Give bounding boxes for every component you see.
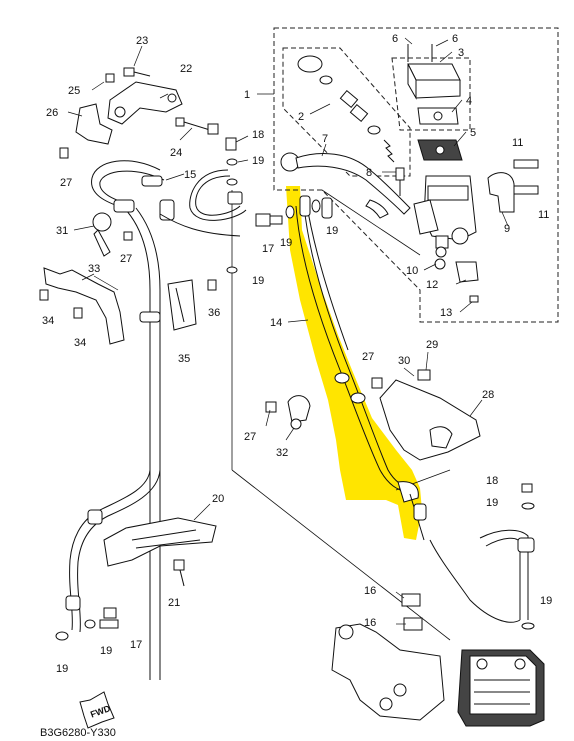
callout-6a: 6 [392,33,398,45]
callout-19a: 19 [252,155,264,167]
brake-lever [280,152,411,219]
callout-8: 8 [366,167,372,179]
callout-19e: 19 [486,497,498,509]
callout-14: 14 [270,317,282,329]
rear-brake-hose [91,160,247,680]
master-cylinder-body [413,175,477,258]
callout-28: 28 [482,389,494,401]
callout-5: 5 [470,127,476,139]
callout-12: 12 [426,279,438,291]
callout-4: 4 [466,95,472,107]
hose-bracket-mid [265,369,481,461]
callout-19g: 19 [56,663,68,675]
hose-clamp-31 [92,212,112,257]
lower-left-hose [55,469,217,641]
callout-11a: 11 [512,137,523,149]
callout-11b: 11 [538,209,549,221]
hose-clamp-22 [107,81,183,125]
callout-6b: 6 [452,33,458,45]
callout-27c: 27 [362,351,374,363]
callout-22: 22 [180,63,192,75]
bolts-top-left [39,67,238,319]
callout-3: 3 [458,47,464,59]
callout-25: 25 [68,85,80,97]
callout-31: 31 [56,225,68,237]
callout-20: 20 [212,493,224,505]
callout-36: 36 [208,307,220,319]
diagram-code: B3G6280-Y330 [40,727,116,739]
callout-19d: 19 [252,275,264,287]
callout-23: 23 [136,35,148,47]
callout-7: 7 [322,133,328,145]
handlebar-clamp [487,159,539,213]
callout-29: 29 [426,339,438,351]
reservoir-cap-parts [407,44,463,161]
leader-lines [67,37,509,625]
callout-21: 21 [168,597,180,609]
callout-27d: 27 [244,431,256,443]
callout-34a: 34 [42,315,54,327]
callout-27a: 27 [60,177,72,189]
master-cylinder-assembly-box [273,27,559,323]
master-cylinder-fasteners [395,167,479,303]
forward-direction-arrow: FWD [79,691,115,729]
callout-24: 24 [170,147,182,159]
callout-15: 15 [184,169,196,181]
callout-19b: 19 [280,237,292,249]
brake-hose-front [295,195,427,541]
piston-kit [297,55,395,163]
callout-9: 9 [504,223,510,235]
callout-18a: 18 [252,129,264,141]
callout-16b: 16 [364,617,376,629]
abs-unit-area [331,483,545,727]
callout-33: 33 [88,263,100,275]
guide-lines [231,189,451,641]
callout-2: 2 [298,111,304,123]
callout-26: 26 [46,107,58,119]
callout-19c: 19 [326,225,338,237]
callout-19f: 19 [540,595,552,607]
callout-19h: 19 [100,645,112,657]
callout-27b: 27 [120,253,132,265]
callout-17a: 17 [262,243,274,255]
hose-guide [167,279,197,331]
callout-labels: 1 2 3 4 5 6 6 7 8 9 10 11 11 12 13 14 15… [42,33,552,675]
banjo-bolt-top [255,199,321,227]
brake-hose-highlight [286,186,422,540]
callout-35: 35 [178,353,190,365]
callout-18b: 18 [486,475,498,487]
callout-17b: 17 [130,639,142,651]
hose-bracket-26 [75,103,113,145]
callout-34b: 34 [74,337,86,349]
hose-bracket-33 [43,267,125,345]
callout-32: 32 [276,447,288,459]
callout-16a: 16 [364,585,376,597]
callout-10: 10 [406,265,418,277]
callout-1: 1 [244,89,250,101]
callout-13: 13 [440,307,452,319]
callout-30: 30 [398,355,410,367]
